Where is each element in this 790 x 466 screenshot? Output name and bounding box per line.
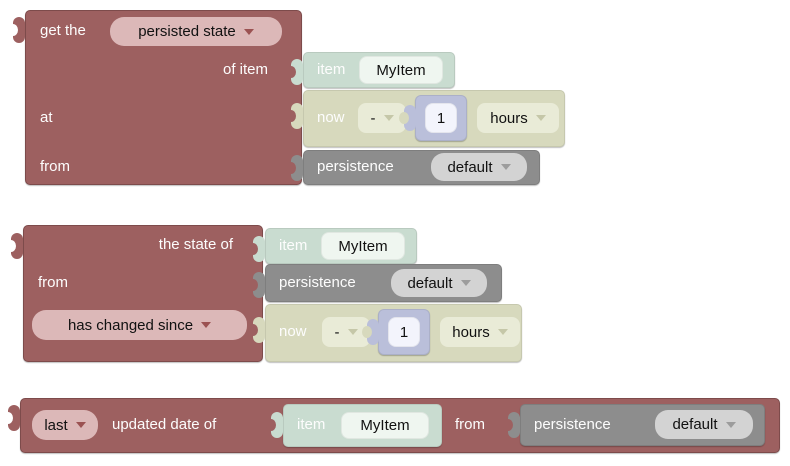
now-label: now bbox=[317, 109, 345, 126]
updated-date-of-label: updated date of bbox=[112, 416, 217, 433]
operator-dropdown-value: - bbox=[370, 109, 376, 127]
unit-dropdown-value: hours bbox=[452, 323, 490, 341]
value-connector-icon bbox=[286, 59, 303, 85]
now-label: now bbox=[279, 323, 307, 340]
value-connector-icon bbox=[503, 412, 520, 438]
unit-dropdown[interactable]: hours bbox=[440, 317, 520, 347]
persistence-label: persistence bbox=[279, 274, 356, 291]
condition-dropdown-value: has changed since bbox=[67, 316, 194, 334]
persistence-service-value: default bbox=[407, 274, 453, 292]
from-label: from bbox=[40, 158, 70, 175]
unit-dropdown[interactable]: hours bbox=[477, 103, 559, 133]
value-connector-icon bbox=[266, 412, 283, 438]
number-field[interactable]: 1 bbox=[388, 317, 420, 347]
operator-dropdown[interactable]: - bbox=[358, 103, 406, 133]
from-label: from bbox=[38, 274, 68, 291]
persisted-state-dropdown-value: persisted state bbox=[138, 23, 236, 40]
item-name-field[interactable]: MyItem bbox=[321, 232, 405, 260]
item-label: item bbox=[297, 416, 326, 433]
dropdown-arrow-icon bbox=[500, 164, 511, 170]
dropdown-arrow-icon bbox=[497, 329, 508, 335]
persistence-service-value: default bbox=[447, 158, 493, 176]
dropdown-arrow-icon bbox=[535, 115, 546, 121]
output-connector-icon bbox=[3, 405, 20, 431]
value-connector-icon bbox=[248, 317, 265, 343]
dropdown-arrow-icon bbox=[75, 422, 86, 428]
value-connector-icon bbox=[362, 319, 379, 345]
persistence-service-dropdown[interactable]: default bbox=[391, 269, 487, 297]
value-connector-icon bbox=[248, 272, 265, 298]
get-the-label: get the bbox=[40, 22, 86, 39]
item-name-field[interactable]: MyItem bbox=[359, 56, 443, 84]
persisted-state-dropdown[interactable]: persisted state bbox=[110, 17, 282, 46]
unit-dropdown-value: hours bbox=[490, 109, 528, 127]
dropdown-arrow-icon bbox=[725, 421, 736, 428]
operator-dropdown-value: - bbox=[334, 323, 340, 341]
value-connector-icon bbox=[248, 236, 265, 262]
dropdown-arrow-icon bbox=[243, 28, 254, 35]
ordinal-dropdown[interactable]: last bbox=[32, 410, 98, 440]
persistence-label: persistence bbox=[317, 158, 394, 175]
of-item-label: of item bbox=[222, 61, 268, 78]
value-connector-icon bbox=[286, 103, 303, 129]
persistence-label: persistence bbox=[534, 416, 611, 433]
item-name-field[interactable]: MyItem bbox=[341, 412, 429, 439]
dropdown-arrow-icon bbox=[460, 280, 471, 286]
output-connector-icon bbox=[6, 233, 23, 259]
condition-dropdown[interactable]: has changed since bbox=[32, 310, 247, 340]
dropdown-arrow-icon bbox=[347, 329, 358, 335]
the-state-of-label: the state of bbox=[158, 236, 233, 253]
persistence-service-value: default bbox=[672, 416, 718, 433]
persistence-service-dropdown[interactable]: default bbox=[655, 410, 753, 439]
item-label: item bbox=[317, 61, 346, 78]
persistence-service-dropdown[interactable]: default bbox=[431, 153, 527, 181]
at-label: at bbox=[40, 109, 53, 126]
ordinal-dropdown-value: last bbox=[44, 416, 68, 434]
output-connector-icon bbox=[8, 17, 25, 43]
from-label: from bbox=[455, 416, 485, 433]
value-connector-icon bbox=[286, 155, 303, 181]
dropdown-arrow-icon bbox=[383, 115, 394, 121]
item-label: item bbox=[279, 237, 308, 254]
value-connector-icon bbox=[399, 105, 416, 131]
dropdown-arrow-icon bbox=[201, 322, 212, 328]
number-field[interactable]: 1 bbox=[425, 103, 457, 133]
